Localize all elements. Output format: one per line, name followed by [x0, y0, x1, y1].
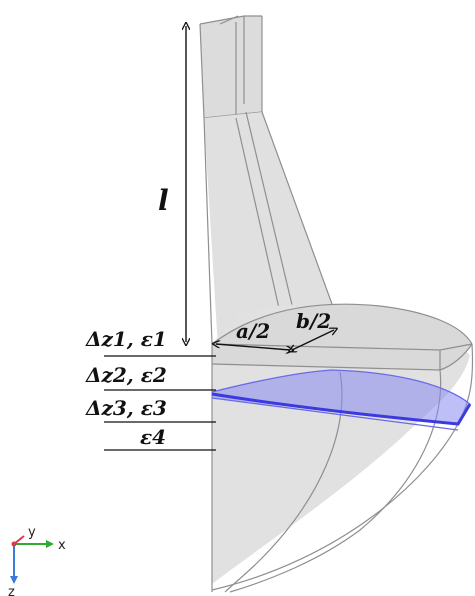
a-half-label: a/2	[236, 319, 270, 343]
length-label: l	[158, 184, 169, 217]
b-half-label: b/2	[296, 309, 331, 333]
lens-silhouette	[212, 303, 470, 584]
waveguide	[199, 15, 263, 119]
lens-layer1-corner-edge	[439, 343, 473, 351]
taper-right-edge	[261, 111, 333, 305]
length-dimension: l	[158, 26, 186, 342]
waveguide-left-edge	[199, 23, 205, 119]
taper-back-edge	[245, 111, 299, 331]
lens-outer-curve	[211, 343, 474, 591]
layer-annotations: Δz1, ε1 Δz2, ε2 Δz3, ε3 ε4	[85, 327, 216, 451]
x-axis-label: x	[58, 538, 66, 553]
highlighted-layer-edge-bottom	[211, 397, 459, 431]
layer3-label: Δz3, ε3	[85, 396, 167, 420]
highlighted-layer	[211, 369, 472, 431]
layer4-label: ε4	[140, 425, 166, 449]
lens-top-rim	[211, 303, 473, 345]
z-axis-label: z	[8, 585, 15, 596]
origin-dot	[11, 541, 17, 547]
x-axis-arrow-icon	[46, 540, 54, 548]
taper-left-edge	[203, 117, 213, 345]
z-axis-arrow-icon	[10, 576, 18, 584]
lens-top-rim-right	[439, 343, 473, 371]
highlighted-layer-edge-back	[211, 369, 471, 405]
waveguide-body	[200, 16, 262, 118]
y-axis-label: y	[28, 525, 36, 540]
waveguide-top-inner-edge	[219, 15, 239, 25]
a-half-arrow	[216, 344, 290, 350]
highlighted-layer-fill	[212, 370, 470, 424]
layer2-label: Δz2, ε2	[85, 363, 167, 387]
layer1-label: Δz1, ε1	[85, 327, 167, 351]
aperture-dimensions: a/2 b/2	[216, 309, 334, 350]
taper-body	[204, 112, 332, 350]
b-half-arrow	[292, 330, 334, 350]
lens-layer1-bottom-edge	[211, 363, 441, 371]
highlighted-layer-edge-front	[211, 392, 472, 426]
axis-triad: y x z	[8, 525, 66, 596]
